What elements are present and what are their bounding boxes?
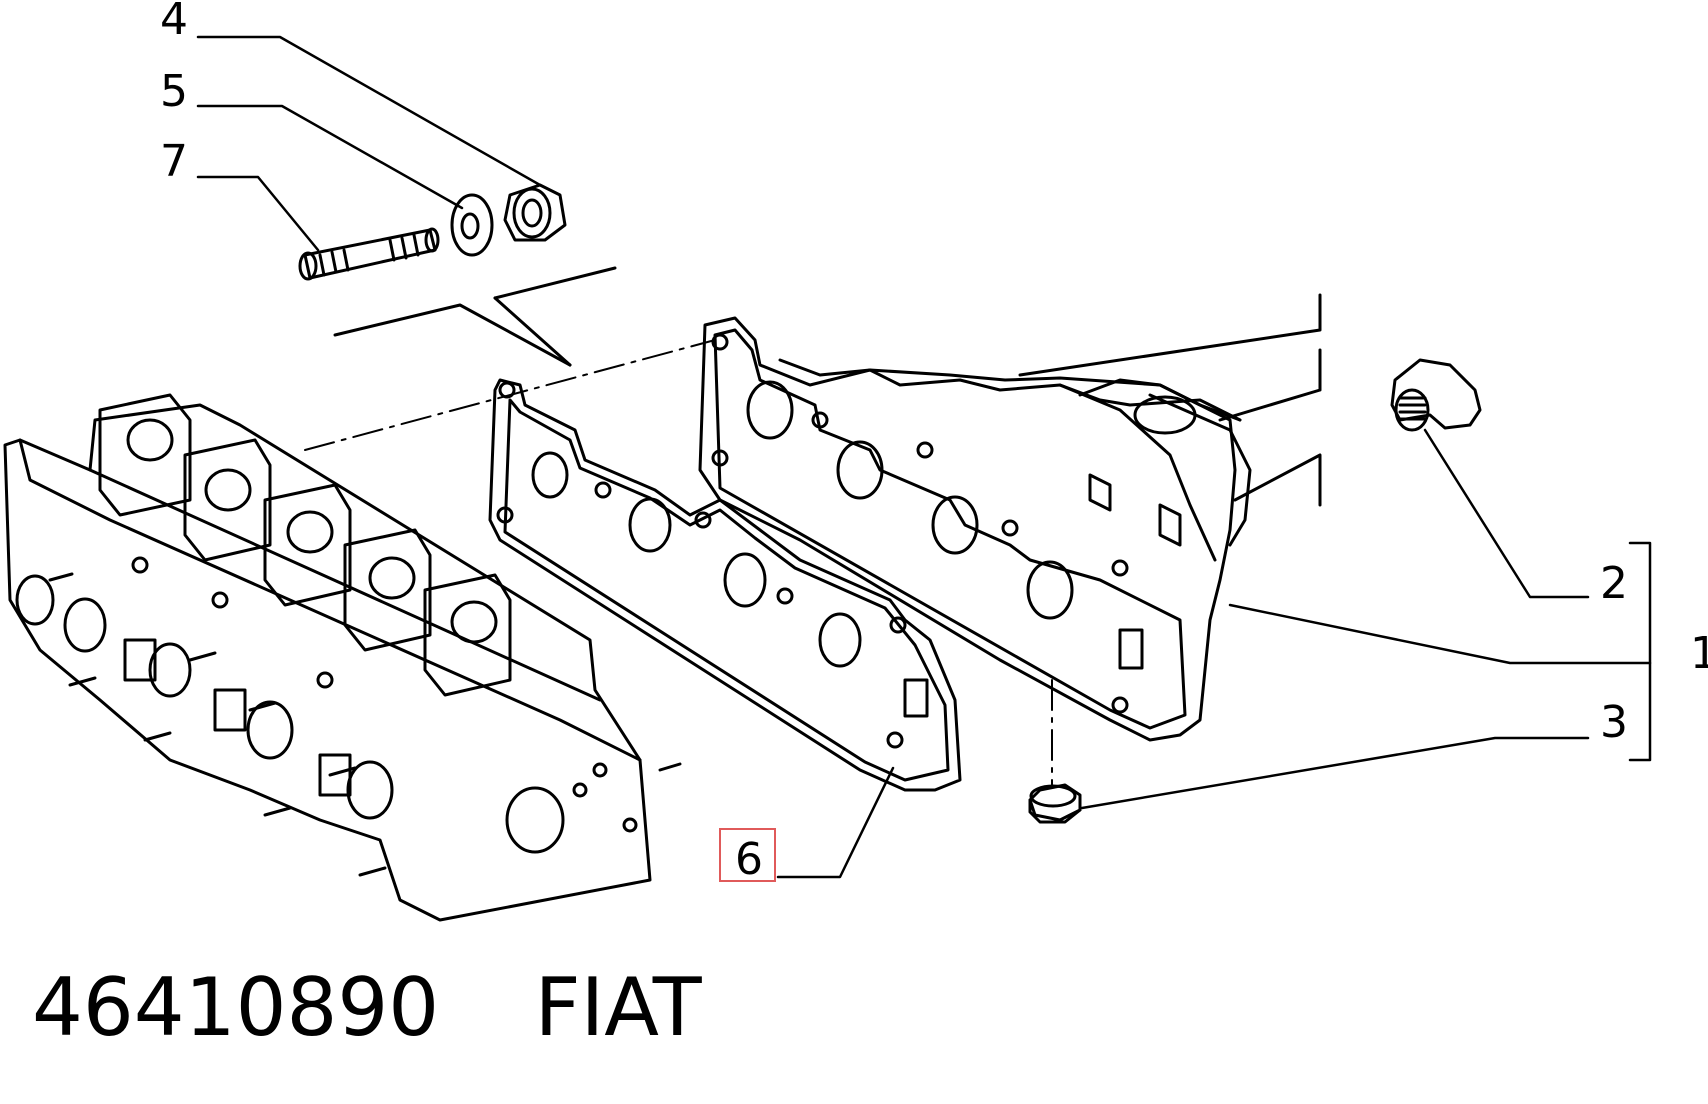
heat-shield-lines [1018, 293, 1322, 507]
callout-5: 5 [160, 66, 188, 117]
leader-lines [196, 35, 1652, 879]
leader-line-5 [196, 104, 464, 210]
leader-line-1 [1228, 603, 1652, 665]
part-caption: 46410890 FIAT [32, 960, 702, 1056]
stud [298, 227, 440, 281]
callout-7: 7 [160, 136, 188, 187]
washer [450, 193, 494, 257]
leader-line-7 [196, 175, 320, 252]
brand-name: FIAT [534, 961, 702, 1054]
nut [503, 183, 567, 242]
leader-line-2 [1423, 428, 1590, 599]
callout-1: 1 [1690, 628, 1708, 679]
leader-line-3 [1080, 736, 1590, 810]
part-number: 46410890 [32, 961, 440, 1054]
leader-line-4 [196, 35, 542, 187]
callout-6: 6 [735, 834, 763, 885]
callout-3: 3 [1600, 697, 1628, 748]
callout-4: 4 [160, 0, 188, 45]
union-fitting [1390, 358, 1482, 432]
callout-2: 2 [1600, 558, 1628, 609]
leader-line-6 [776, 766, 895, 879]
assembly-guide-lines [333, 266, 617, 367]
manifold-gasket [488, 378, 962, 792]
callout-6-highlight [719, 828, 776, 882]
plug [1028, 783, 1082, 824]
group-bracket [1628, 541, 1652, 762]
cylinder-head [3, 393, 682, 922]
assembly-centerlines [304, 339, 1053, 786]
exhaust-manifold [698, 316, 1252, 742]
